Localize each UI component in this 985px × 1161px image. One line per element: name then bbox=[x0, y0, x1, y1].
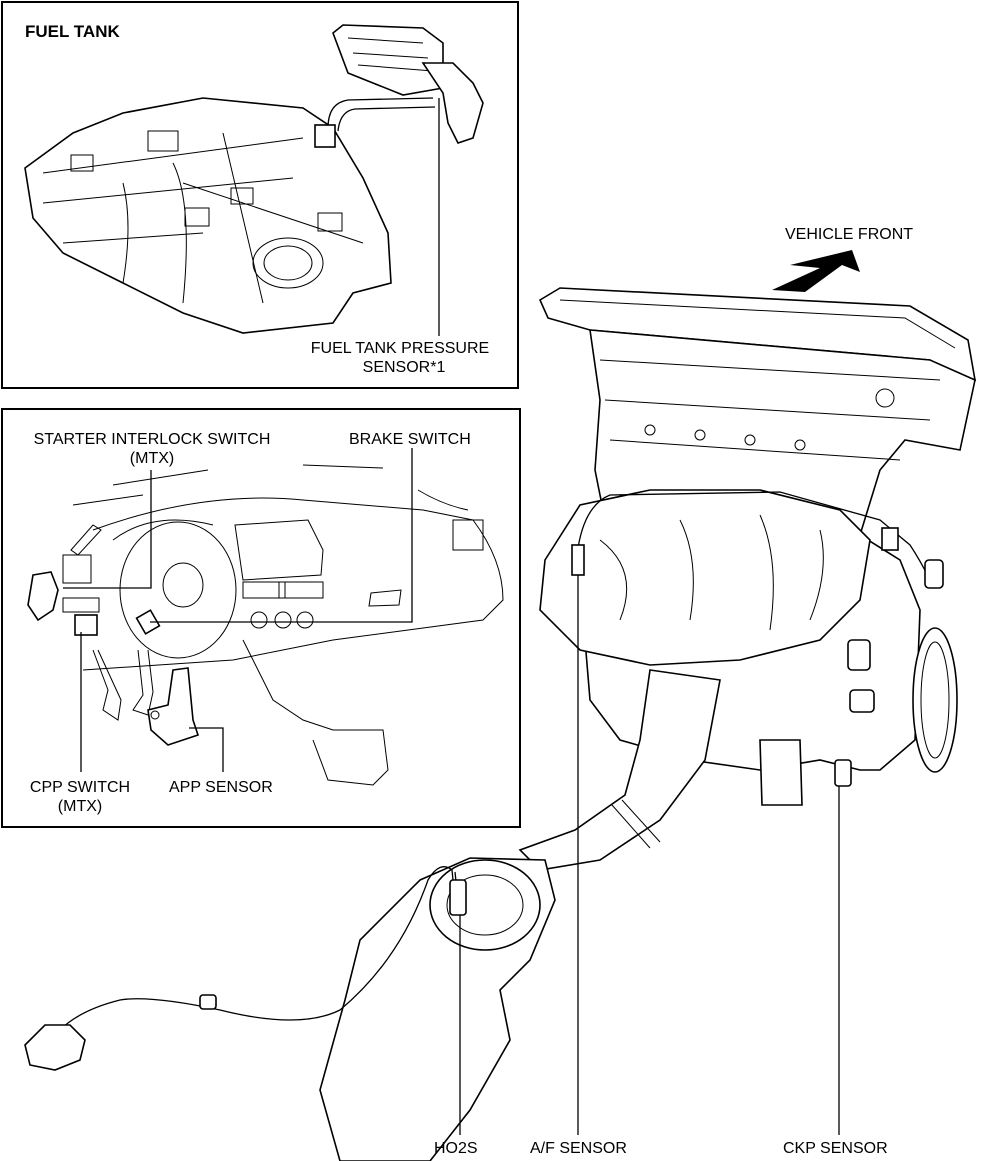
dashboard-panel: STARTER INTERLOCK SWITCH (MTX) BRAKE SWI… bbox=[1, 408, 521, 828]
ckp-sensor-label: CKP SENSOR bbox=[783, 1140, 888, 1157]
app-sensor-label: APP SENSOR bbox=[169, 779, 273, 796]
cpp-switch-line1: CPP SWITCH bbox=[29, 779, 131, 796]
fuel-tank-pressure-sensor-line1: FUEL TANK PRESSURE bbox=[310, 340, 490, 357]
brake-switch-label: BRAKE SWITCH bbox=[349, 431, 471, 448]
vehicle-front-label: VEHICLE FRONT bbox=[785, 226, 914, 243]
cpp-switch-label: CPP SWITCH (MTX) bbox=[25, 778, 135, 816]
fuel-tank-panel: FUEL TANK FUEL TANK PRESSURE SENSOR*1 bbox=[1, 1, 519, 389]
starter-interlock-switch-line2: (MTX) bbox=[129, 450, 175, 467]
leader-lines-dashboard bbox=[63, 448, 413, 772]
engine-block bbox=[24, 287, 977, 1161]
arrow-up-right-icon bbox=[772, 250, 860, 292]
leader-lines-engine bbox=[459, 575, 840, 1135]
af-sensor-label: A/F SENSOR bbox=[530, 1140, 627, 1157]
starter-interlock-switch-label: STARTER INTERLOCK SWITCH (MTX) bbox=[27, 430, 277, 468]
ho2s-label: HO2S bbox=[434, 1140, 478, 1157]
dashboard-drawing bbox=[27, 464, 504, 786]
starter-interlock-switch-line1: STARTER INTERLOCK SWITCH bbox=[33, 431, 271, 448]
cpp-switch-line2: (MTX) bbox=[57, 798, 103, 815]
fuel-tank-title: FUEL TANK bbox=[25, 22, 120, 41]
fuel-tank-pressure-sensor-line2: SENSOR*1 bbox=[362, 359, 446, 376]
leader-line-fuel-pressure bbox=[438, 98, 440, 336]
fuel-tank-pressure-sensor-label: FUEL TANK PRESSURE SENSOR*1 bbox=[307, 339, 493, 377]
fuel-tank-drawing bbox=[24, 24, 484, 334]
